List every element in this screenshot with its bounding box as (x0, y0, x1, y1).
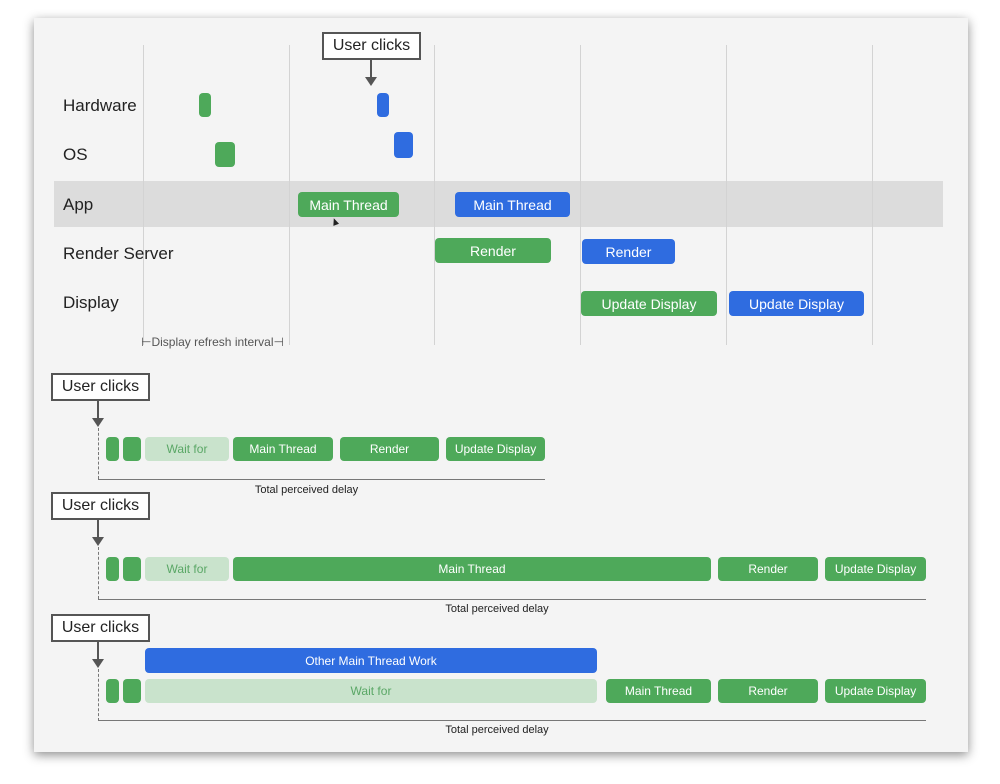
callout-arrow (97, 642, 99, 660)
callout-arrow-head (92, 537, 104, 546)
hardware-event-green (199, 93, 211, 117)
refresh-gridline (289, 45, 290, 345)
total-delay-caption: Total perceived delay (445, 603, 549, 615)
hardware-chip (106, 679, 119, 703)
row-label-display: Display (63, 293, 119, 312)
wait-block: Wait for (145, 557, 229, 581)
os-chip (123, 557, 141, 581)
refresh-gridline (143, 45, 144, 345)
slide (34, 18, 968, 752)
update-display-green: Update Display (581, 291, 717, 316)
wait-block: Wait for (145, 437, 229, 461)
row-label-render-server: Render Server (63, 244, 174, 263)
other-main-thread-work-block: Other Main Thread Work (145, 648, 597, 673)
app-main-thread-green: Main Thread (298, 192, 399, 217)
user-clicks-callout: User clicks (322, 32, 421, 60)
wait-block: Wait for (145, 679, 597, 703)
row-label-os: OS (63, 145, 88, 164)
user-clicks-callout: User clicks (51, 614, 150, 642)
app-main-thread-blue: Main Thread (455, 192, 570, 217)
user-clicks-callout: User clicks (51, 492, 150, 520)
total-delay-caption: Total perceived delay (254, 484, 359, 496)
click-marker-line (98, 669, 99, 721)
total-delay-caption: Total perceived delay (445, 724, 549, 736)
refresh-gridline (726, 45, 727, 345)
render-block: Render (718, 679, 818, 703)
render-block: Render (718, 557, 818, 581)
row-label-hardware: Hardware (63, 96, 137, 115)
hardware-chip (106, 557, 119, 581)
callout-arrow-head (92, 659, 104, 668)
row-label-app: App (63, 195, 94, 214)
render-blue: Render (582, 239, 675, 264)
click-marker-line (98, 547, 99, 599)
os-chip (123, 437, 141, 461)
callout-arrow-head (92, 418, 104, 427)
refresh-gridline (434, 45, 435, 345)
callout-arrow (97, 401, 99, 419)
update-display-block: Update Display (446, 437, 545, 461)
update-display-block: Update Display (825, 557, 926, 581)
refresh-interval-label: ⊢Display refresh interval⊣ (141, 335, 284, 349)
refresh-gridline (872, 45, 873, 345)
total-delay-line (98, 599, 926, 600)
main-thread-block: Main Thread (233, 437, 333, 461)
os-chip (123, 679, 141, 703)
os-event-blue (394, 132, 413, 158)
os-event-green (215, 142, 235, 167)
render-green: Render (435, 238, 551, 263)
refresh-gridline (580, 45, 581, 345)
update-display-block: Update Display (825, 679, 926, 703)
user-clicks-callout: User clicks (51, 373, 150, 401)
callout-arrow-head (365, 77, 377, 86)
callout-arrow (97, 520, 99, 538)
total-delay-line (98, 720, 926, 721)
main-thread-block: Main Thread (606, 679, 711, 703)
render-block: Render (340, 437, 439, 461)
update-display-blue: Update Display (729, 291, 864, 316)
main-thread-block: Main Thread (233, 557, 711, 581)
click-marker-line (98, 428, 99, 479)
total-delay-line (98, 479, 545, 480)
hardware-event-blue (377, 93, 389, 117)
hardware-chip (106, 437, 119, 461)
callout-arrow (370, 60, 372, 78)
